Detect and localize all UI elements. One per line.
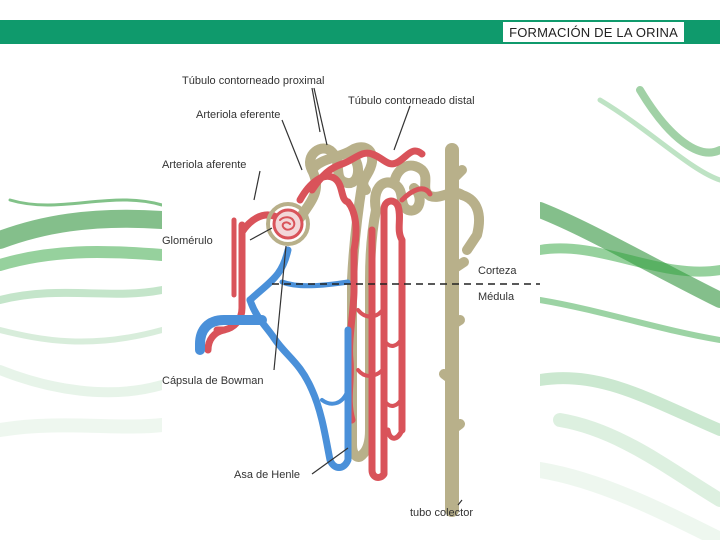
label-arteriola-eferente: Arteriola eferente	[196, 109, 280, 121]
label-tubulo-proximal: Túbulo contorneado proximal	[182, 75, 324, 87]
label-arteriola-aferente: Arteriola aferente	[162, 159, 246, 171]
label-corteza: Corteza	[478, 265, 517, 277]
label-tubo-colector: tubo colector	[410, 507, 473, 519]
label-glomerulo: Glomérulo	[162, 235, 213, 247]
venous-vessels	[195, 246, 352, 471]
label-medula: Médula	[478, 291, 515, 303]
label-asa-henle: Asa de Henle	[234, 469, 300, 481]
glomerulus	[266, 202, 310, 246]
label-tubulo-distal: Túbulo contorneado distal	[348, 95, 475, 107]
arterial-vessels	[204, 147, 433, 481]
slide-title: FORMACIÓN DE LA ORINA	[503, 22, 684, 42]
label-capsula-bowman: Cápsula de Bowman	[162, 375, 264, 387]
nephron-diagram: Túbulo contorneado proximal Túbulo conto…	[162, 75, 540, 519]
leader-lines	[249, 87, 463, 506]
